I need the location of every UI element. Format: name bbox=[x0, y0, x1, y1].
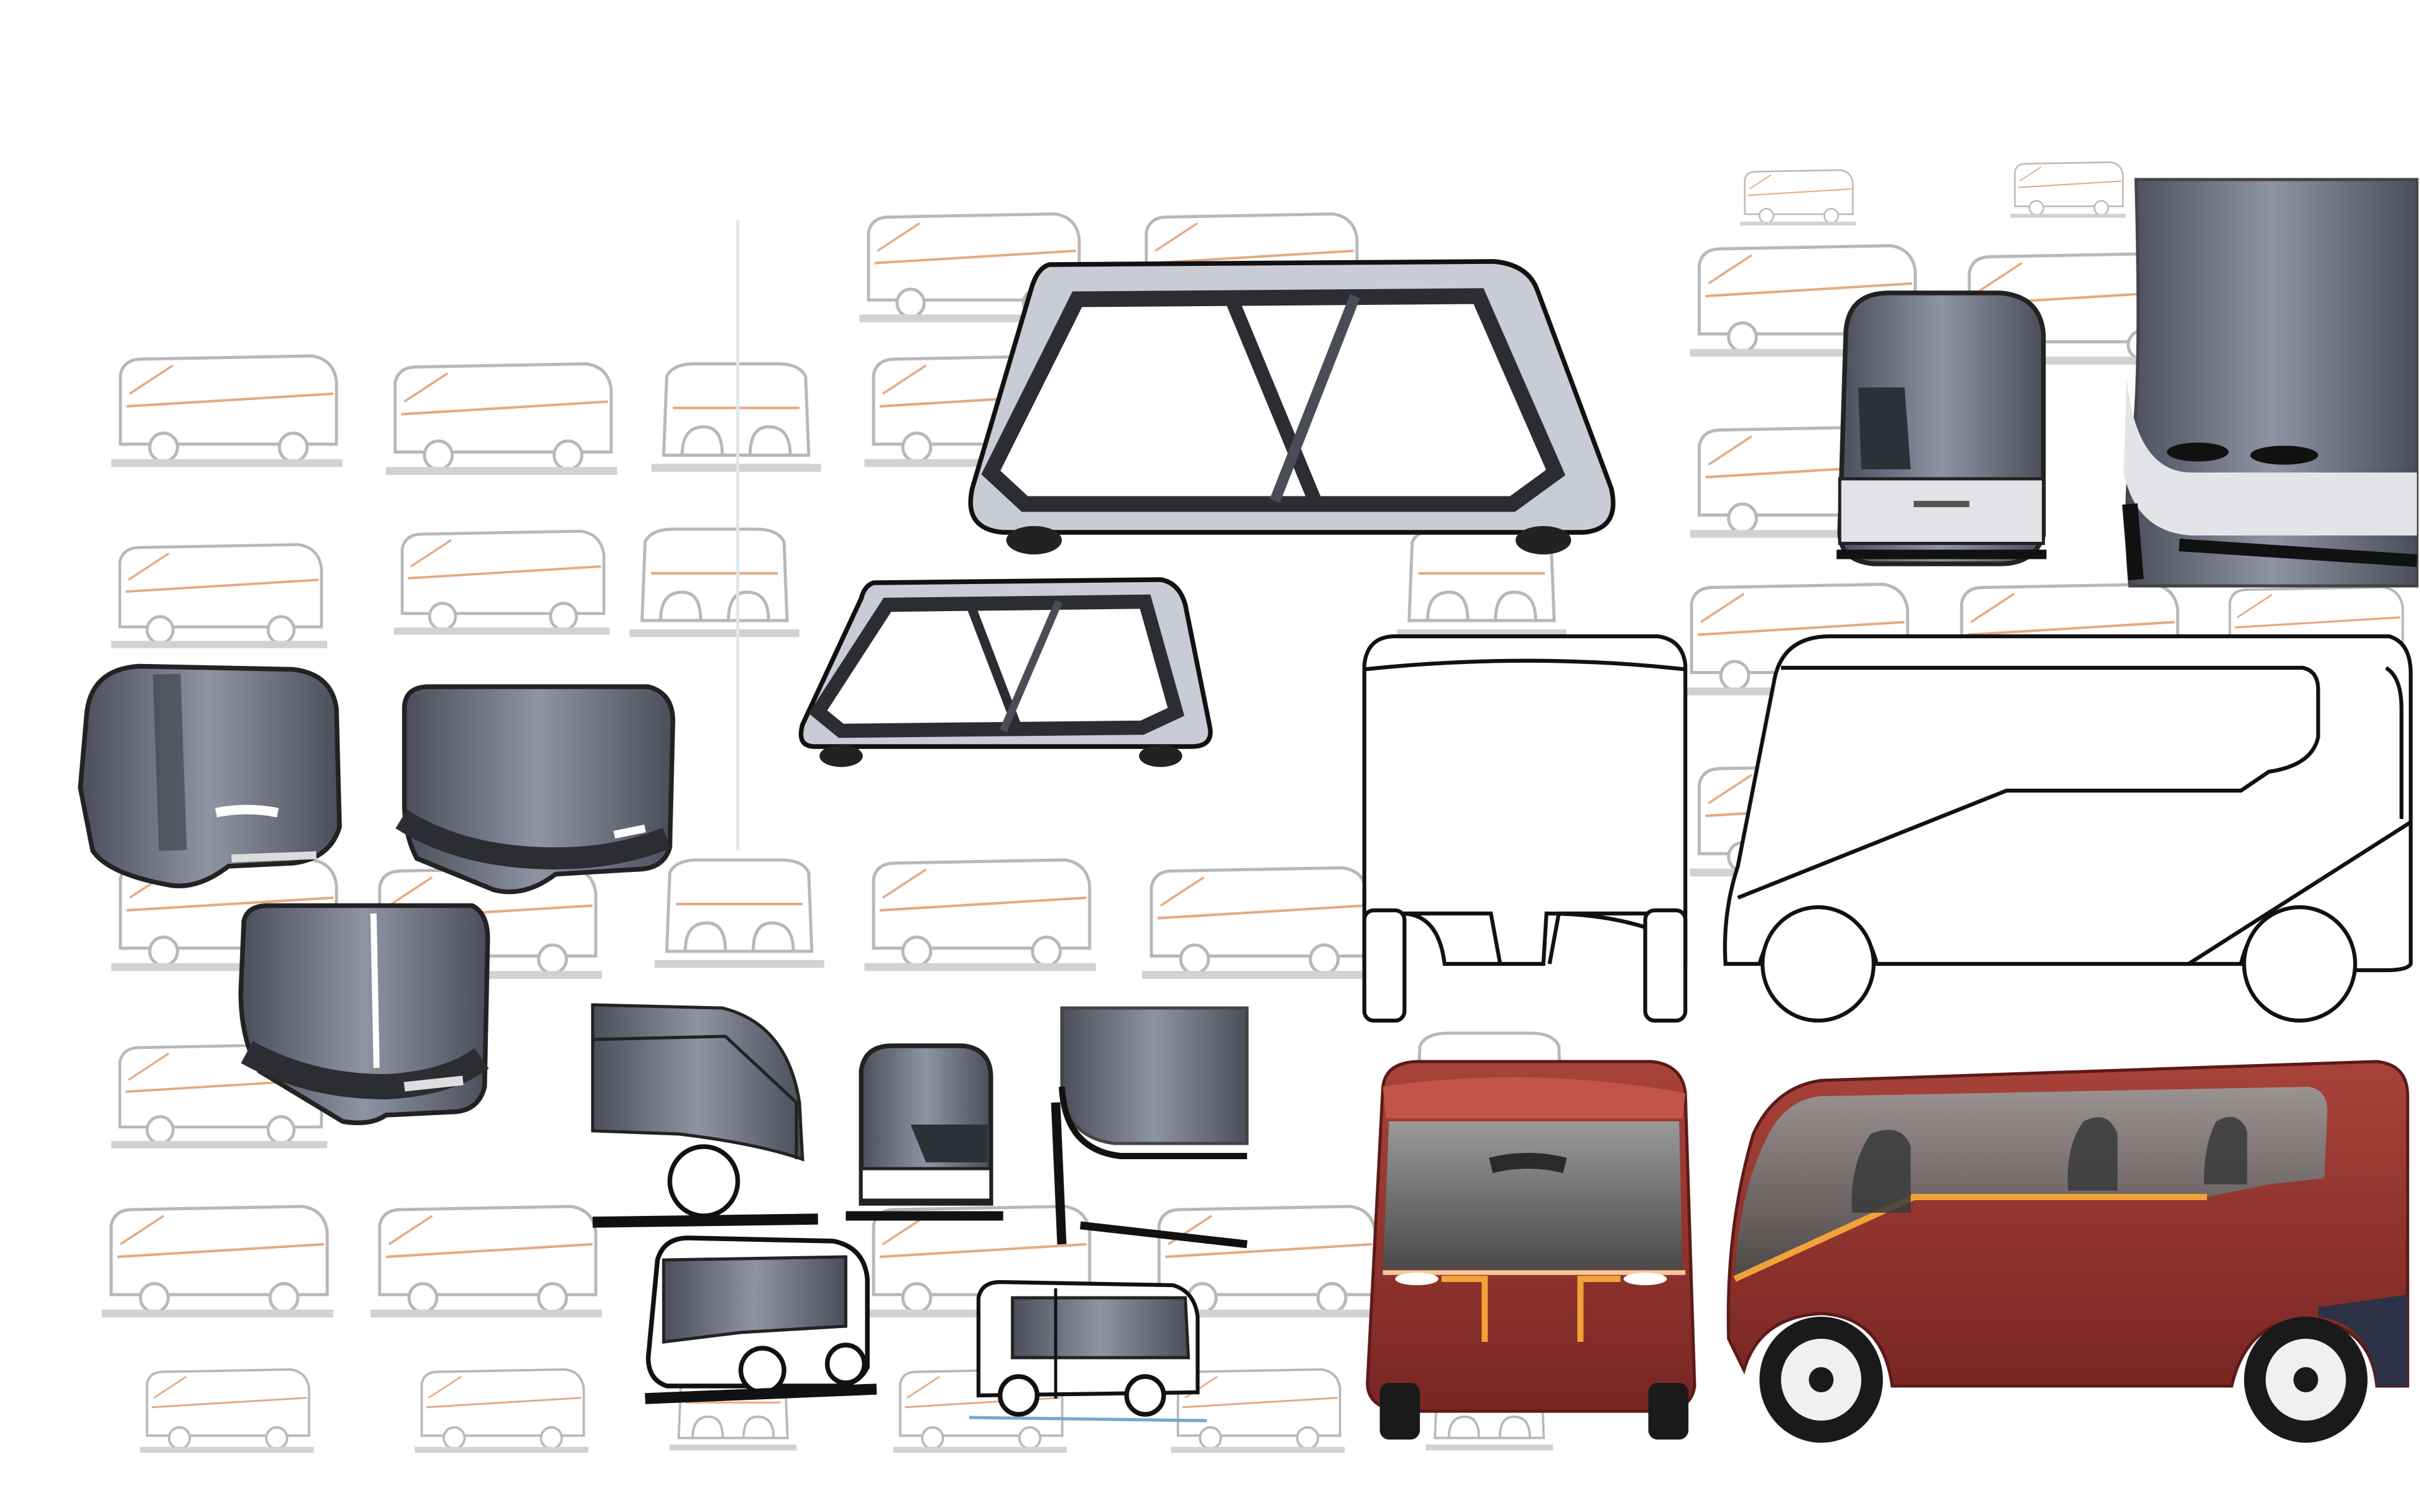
marker-sketch-front-cabin bbox=[1836, 290, 2047, 566]
marker-sketch-minibus-three-quarter bbox=[645, 1235, 877, 1404]
line-drawing-side-elevation bbox=[1723, 634, 2413, 1023]
marker-sketch-headlight-closeup bbox=[2122, 178, 2419, 588]
marker-sketch-corner-detail bbox=[1051, 1006, 1249, 1249]
frame-sketch-large bbox=[968, 259, 1616, 554]
render-side-view bbox=[1726, 1060, 2409, 1443]
marker-sketch-side-low bbox=[238, 903, 490, 1125]
line-drawing-front-elevation bbox=[1362, 634, 1688, 1023]
marker-sketch-minibus-side bbox=[969, 1280, 1207, 1423]
marker-sketch-rear-three-quarter bbox=[395, 684, 676, 895]
frame-sketch-small bbox=[798, 577, 1213, 767]
marker-sketch-front-three-quarter bbox=[78, 663, 342, 888]
background-sketch-grid bbox=[102, 163, 2408, 1450]
render-front-view bbox=[1366, 1060, 1697, 1440]
marker-sketch-front-small bbox=[846, 1043, 1003, 1221]
marker-sketch-side-partial bbox=[591, 1003, 819, 1228]
